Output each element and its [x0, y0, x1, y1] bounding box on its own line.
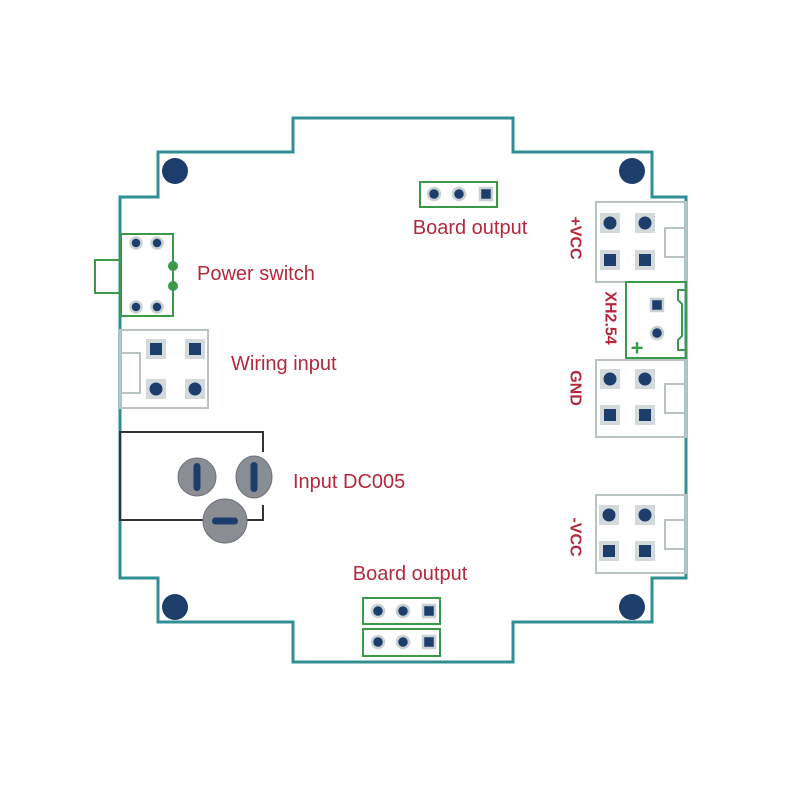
- mounting-hole-top-left: [162, 158, 188, 184]
- vcc-plus-terminal: [595, 201, 687, 283]
- vcc-minus-terminal: [595, 494, 687, 574]
- terminal-pad-square: [639, 409, 651, 421]
- dc005-slot-vertical: [250, 462, 258, 492]
- board-output-header-bottom-1: [362, 597, 441, 625]
- switch-tab: [94, 259, 122, 294]
- terminal-pad-square: [639, 254, 651, 266]
- switch-outline: [120, 233, 174, 317]
- xh254-key: [677, 289, 686, 351]
- dc005-outline: [119, 431, 264, 521]
- wiring-input-terminal: [119, 329, 209, 409]
- gnd-terminal: [595, 359, 687, 438]
- header-pad-square: [478, 186, 494, 202]
- xh254-pad-round: [649, 325, 665, 341]
- label-board-output-bottom: Board output: [353, 563, 468, 585]
- xh254-plus-marker: +: [631, 336, 644, 361]
- mounting-hole-bottom-left: [162, 594, 188, 620]
- terminal-pad-square: [150, 343, 162, 355]
- label-power-switch: Power switch: [197, 263, 315, 285]
- xh254-outline: [625, 281, 687, 359]
- terminal-notch: [664, 519, 687, 550]
- xh254-pad-square: [649, 297, 665, 313]
- terminal-pad-square: [189, 343, 201, 355]
- header-pad-round: [395, 634, 411, 650]
- terminal-pad-round: [188, 382, 202, 396]
- terminal-pad-square: [603, 545, 615, 557]
- terminal-pad-round: [603, 372, 617, 386]
- xh254-connector: +: [625, 281, 687, 361]
- dc005-slot-horizontal: [212, 517, 238, 525]
- terminal-pad-round: [638, 216, 652, 230]
- terminal-pad-square: [604, 254, 616, 266]
- terminal-notch: [664, 227, 687, 258]
- board-output-header-bottom-2: [362, 628, 441, 657]
- label-xh254: XH2.54: [602, 291, 619, 344]
- board-output-header-top: [419, 181, 498, 208]
- dc005-jack: [119, 431, 273, 544]
- label-input-dc005: Input DC005: [293, 471, 405, 493]
- terminal-pad-round: [149, 382, 163, 396]
- label-plus-vcc: +VCC: [567, 216, 584, 260]
- label-board-output-top: Board output: [413, 217, 528, 239]
- terminal-pad-round: [638, 372, 652, 386]
- terminal-pad-round: [602, 508, 616, 522]
- label-wiring-input: Wiring input: [231, 353, 337, 375]
- header-pad-round: [370, 634, 386, 650]
- terminal-notch: [664, 383, 687, 414]
- dc005-slot-vertical: [193, 463, 201, 491]
- terminal-pad-square: [604, 409, 616, 421]
- terminal-pad-round: [603, 216, 617, 230]
- label-gnd: GND: [567, 370, 584, 406]
- header-pad-square: [421, 634, 437, 650]
- switch-pad: [150, 300, 164, 314]
- terminal-pad-square: [639, 545, 651, 557]
- header-pad-round: [426, 186, 442, 202]
- label-minus-vcc: -VCC: [567, 517, 584, 557]
- mounting-hole-top-right: [619, 158, 645, 184]
- switch-pad: [129, 236, 143, 250]
- header-pad-round: [370, 603, 386, 619]
- switch-pad: [150, 236, 164, 250]
- mounting-hole-bottom-right: [619, 594, 645, 620]
- terminal-outline: [119, 329, 209, 409]
- terminal-pad-round: [638, 508, 652, 522]
- header-pad-square: [421, 603, 437, 619]
- header-outline: [362, 597, 441, 625]
- switch-pin-dot: [168, 281, 178, 291]
- header-pad-round: [451, 186, 467, 202]
- header-outline: [419, 181, 498, 208]
- board-outline: [118, 116, 688, 664]
- power-switch: [94, 233, 178, 317]
- header-pad-round: [395, 603, 411, 619]
- header-outline: [362, 628, 441, 657]
- terminal-notch: [120, 352, 141, 394]
- switch-pin-dot: [168, 261, 178, 271]
- switch-pad: [129, 300, 143, 314]
